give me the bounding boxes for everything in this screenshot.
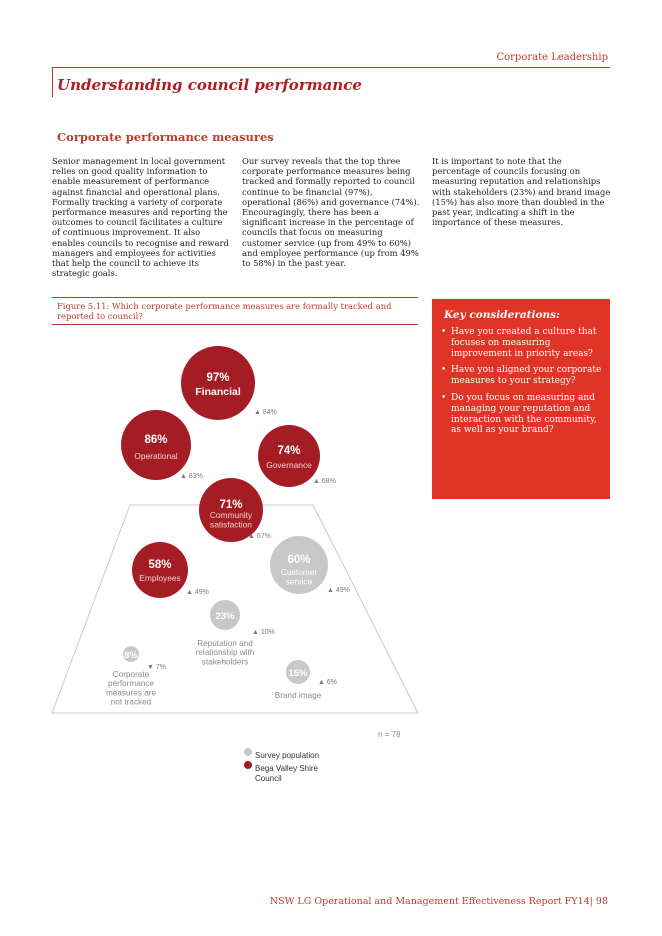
bubble (210, 600, 240, 630)
bubble (270, 536, 328, 594)
footer-separator: | (589, 896, 593, 907)
change-annotation: ▲ 10% (252, 629, 275, 636)
legend-swatch (244, 748, 252, 756)
key-consideration-text: Do you focus on measuring and managing y… (451, 392, 597, 436)
key-consideration-item: • Do you focus on measuring and managing … (440, 393, 604, 436)
bubble-value-label: 86% (144, 434, 167, 446)
bullet-glyph: • (441, 392, 447, 403)
bubble-value-label: 8% (124, 650, 138, 661)
bubble-measure-label: relationship with (196, 648, 255, 657)
section-subheading: Corporate performance measures (57, 130, 274, 144)
change-annotation: ▲ 49% (186, 589, 209, 596)
bubble-measure-label: Corporate (113, 670, 150, 679)
key-consideration-text: Have you created a culture that focuses … (451, 327, 597, 359)
legend-swatch (244, 761, 252, 769)
title-left-bar (52, 67, 53, 97)
change-annotation: ▲ 68% (313, 478, 336, 485)
bubble (181, 346, 255, 420)
bubble-measure-label: measures are (106, 688, 157, 697)
bubble-measure-label: not tracked (111, 698, 152, 707)
bubble-measure-label: Financial (195, 386, 241, 398)
change-annotation: ▼ 7% (147, 664, 166, 671)
bubble-measure-label: service (286, 577, 313, 587)
bubble-value-label: 23% (215, 611, 235, 622)
bubble-value-label: 15% (288, 668, 308, 679)
bubble-measure-label: Reputation and (197, 639, 253, 648)
bubble-value-label: 97% (206, 372, 229, 384)
bubble-measure-label: Customer (281, 567, 318, 577)
bubble-measure-label: Community (210, 510, 253, 520)
change-annotation: ▲ 49% (327, 587, 350, 594)
page-number: 98 (595, 896, 608, 907)
bubble-measure-label: Governance (266, 460, 312, 470)
page-title: Understanding council performance (57, 76, 362, 94)
figure-bottom-rule (52, 324, 418, 325)
report-name: NSW LG Operational and Management Effect… (269, 896, 590, 907)
bubble-measure-label: stakeholders (202, 657, 248, 666)
legend-label: Survey population (255, 751, 319, 760)
body-column-3: It is important to note that the percent… (432, 156, 611, 228)
bubble-measure-label: Employees (139, 573, 180, 583)
key-considerations-box: Key considerations: • Have you created a … (432, 299, 610, 499)
bubble-measure-label: Operational (134, 451, 177, 461)
sample-size-note: n = 78 (378, 730, 401, 739)
bullet-glyph: • (441, 365, 447, 376)
body-column-2: Our survey reveals that the top three co… (242, 156, 420, 269)
legend-label: Council (255, 774, 282, 783)
bubble-measure-label: Brand image (275, 691, 322, 700)
bubble-value-label: 71% (219, 499, 242, 511)
change-annotation: ▲ 84% (254, 409, 277, 416)
header-rule (52, 67, 610, 68)
figure-caption: Figure 5.11: Which corporate performance… (57, 301, 392, 322)
page-footer: NSW LG Operational and Management Effect… (270, 896, 608, 907)
bubble-measure-label: performance (108, 679, 154, 688)
legend-label: Bega Valley Shire (255, 764, 319, 773)
bubble (199, 478, 263, 542)
key-consideration-item: • Have you aligned your corporate measure… (440, 365, 604, 387)
bubble (258, 425, 320, 487)
bubble-value-label: 74% (277, 445, 300, 457)
bubble (132, 542, 188, 598)
bubble (123, 646, 139, 662)
bubble (286, 660, 310, 684)
section-label: Corporate Leadership (496, 52, 608, 63)
key-considerations-list: • Have you created a culture that focuses… (440, 327, 604, 442)
change-annotation: ▲ 67% (248, 533, 271, 540)
figure-top-rule (52, 297, 418, 298)
bullet-glyph: • (441, 327, 447, 337)
change-annotation: ▲ 6% (318, 679, 337, 686)
key-considerations-title: Key considerations: (444, 309, 560, 321)
bubble-value-label: 58% (148, 559, 171, 571)
bubble-measure-label: satisfaction (210, 520, 252, 530)
key-consideration-item: • Have you created a culture that focuses… (440, 327, 604, 359)
change-annotation: ▲ 83% (180, 473, 203, 480)
bubble (121, 410, 191, 480)
bubble-value-label: 60% (287, 554, 310, 566)
body-column-1: Senior management in local government re… (52, 156, 229, 279)
key-consideration-text: Have you aligned your corporate measures… (451, 365, 602, 387)
